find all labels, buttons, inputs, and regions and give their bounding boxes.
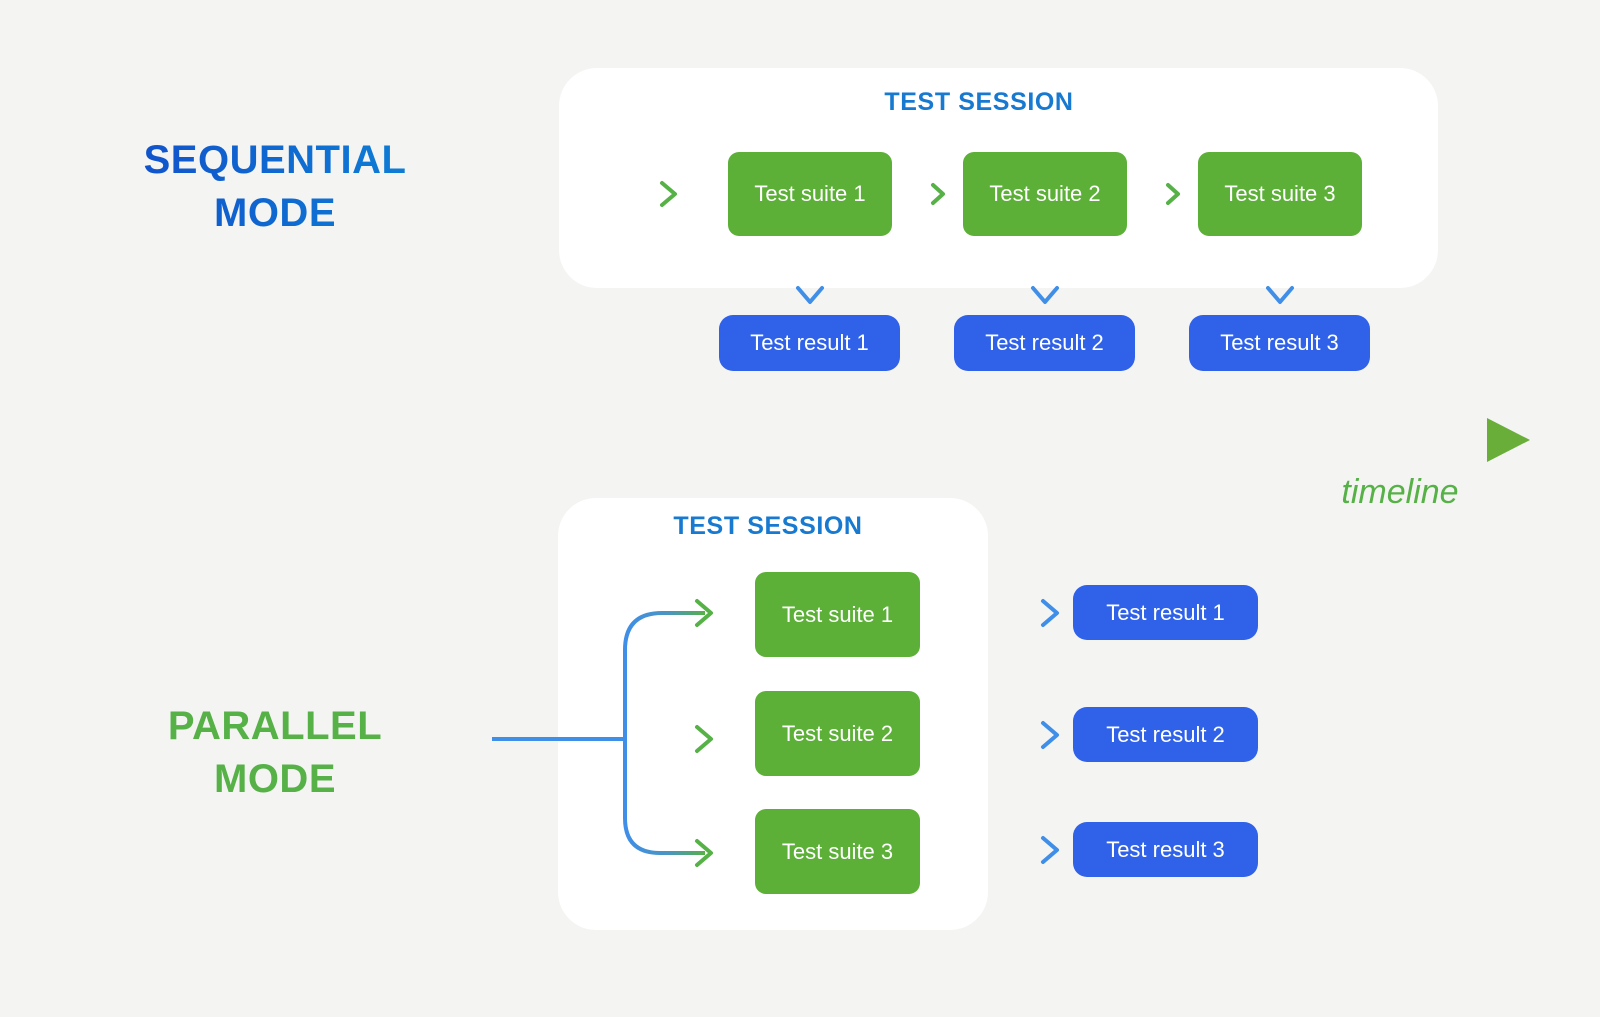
node-test-suite-parallel-3[interactable]: Test suite 3 bbox=[755, 809, 920, 894]
node-test-result-parallel-2[interactable]: Test result 2 bbox=[1073, 707, 1258, 762]
timeline-label: timeline bbox=[1341, 473, 1459, 511]
node-test-suite-parallel-2[interactable]: Test suite 2 bbox=[755, 691, 920, 776]
section-title-parallel: PARALLEL MODE bbox=[167, 704, 383, 802]
node-test-result-sequential-3[interactable]: Test result 3 bbox=[1189, 315, 1370, 371]
node-test-suite-sequential-3[interactable]: Test suite 3 bbox=[1198, 152, 1362, 236]
node-test-result-parallel-1[interactable]: Test result 1 bbox=[1073, 585, 1258, 640]
node-test-suite-sequential-2[interactable]: Test suite 2 bbox=[963, 152, 1127, 236]
section-title-sequential: SEQUENTIAL MODE bbox=[60, 134, 490, 240]
node-test-suite-parallel-1[interactable]: Test suite 1 bbox=[755, 572, 920, 657]
timeline-axis bbox=[0, 418, 1530, 462]
node-test-result-sequential-1[interactable]: Test result 1 bbox=[719, 315, 900, 371]
node-test-result-parallel-3[interactable]: Test result 3 bbox=[1073, 822, 1258, 877]
node-test-result-sequential-2[interactable]: Test result 2 bbox=[954, 315, 1135, 371]
session-label-sequential: TEST SESSION bbox=[884, 88, 1074, 116]
node-test-suite-sequential-1[interactable]: Test suite 1 bbox=[728, 152, 892, 236]
session-label-parallel: TEST SESSION bbox=[673, 512, 863, 540]
